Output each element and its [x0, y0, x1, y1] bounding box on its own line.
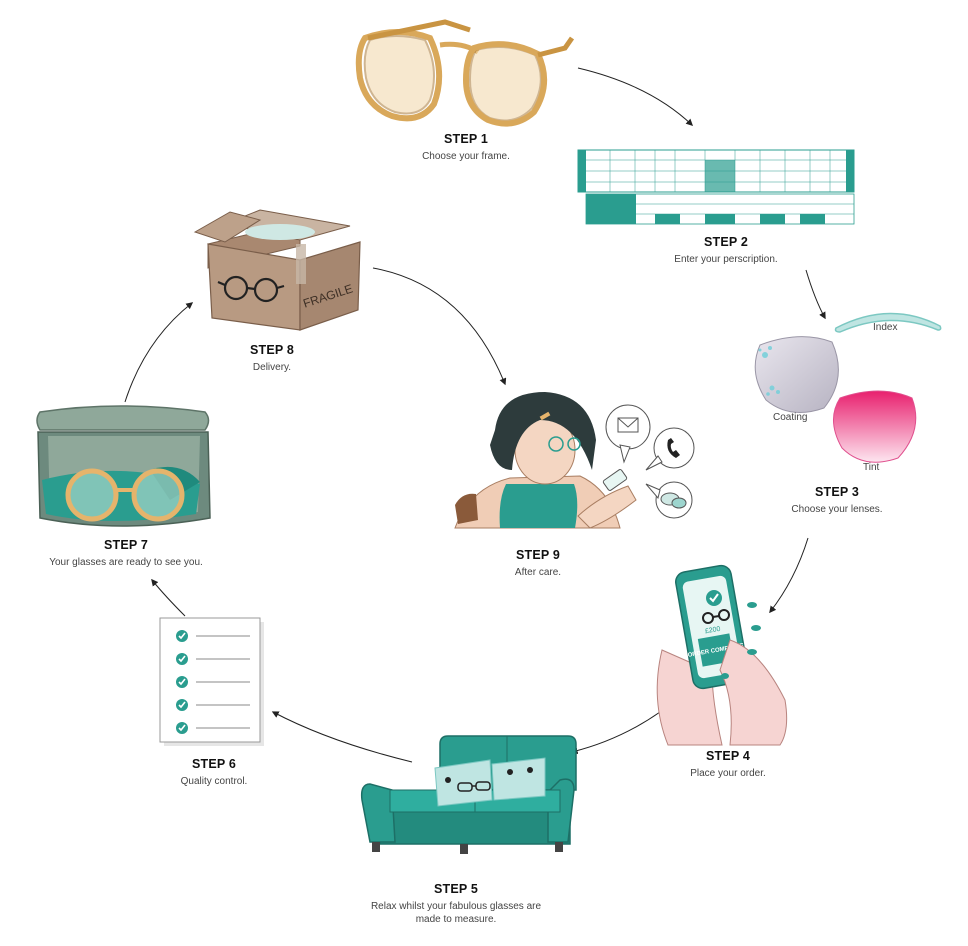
step-3-label: STEP 3 Choose your lenses.	[727, 485, 947, 516]
phone-order-illustration: £200 ORDER COMPLETE	[656, 564, 788, 746]
coating-lens	[754, 336, 839, 413]
step-7-desc: Your glasses are ready to see you.	[49, 557, 203, 568]
chat-bubble	[645, 481, 693, 519]
step-5-title: STEP 5	[433, 882, 479, 896]
arrow-5-to-6	[271, 711, 413, 763]
flow-arrows	[124, 67, 826, 763]
lens-options-illustration	[754, 312, 942, 463]
step-3-desc: Choose your lenses.	[791, 504, 883, 515]
step-1-desc: Choose your frame.	[422, 151, 510, 162]
checklist-illustration	[159, 617, 264, 746]
step-8-label: STEP 8 Delivery.	[162, 343, 382, 374]
index-lens	[834, 312, 942, 333]
step-1-label: STEP 1 Choose your frame.	[356, 132, 576, 163]
step-7-title: STEP 7	[103, 538, 149, 552]
sofa-illustration	[360, 735, 577, 854]
phone-bubble	[645, 427, 695, 471]
step-7-label: STEP 7 Your glasses are ready to see you…	[16, 538, 236, 569]
step-8-desc: Delivery.	[252, 362, 292, 373]
arrow-7-to-8	[124, 302, 194, 403]
arrow-8-to-9	[372, 267, 507, 386]
step-3-title: STEP 3	[814, 485, 860, 499]
tint-lens	[833, 390, 917, 463]
coating-label: Coating	[773, 412, 808, 423]
step-2-desc: Enter your perscription.	[674, 254, 778, 265]
arrow-2-to-3	[805, 269, 826, 320]
prescription-form-illustration	[577, 149, 855, 225]
arrow-1-to-2	[577, 67, 694, 126]
delivery-box-illustration: FRAGILE	[193, 209, 361, 331]
step-9-label: STEP 9 After care.	[428, 548, 648, 579]
step-1-title: STEP 1	[443, 132, 489, 146]
index-label: Index	[873, 322, 898, 333]
glasses-case-illustration	[36, 405, 211, 527]
arrow-6-to-7	[151, 578, 186, 617]
tint-label: Tint	[863, 462, 880, 473]
step-2-label: STEP 2 Enter your perscription.	[616, 235, 836, 266]
step-5-label: STEP 5 Relax whilst your fabulous glasse…	[346, 882, 566, 926]
arrow-3-to-4	[769, 537, 809, 614]
step-4-label: STEP 4 Place your order.	[618, 749, 838, 780]
step-5-desc: Relax whilst your fabulous glasses are m…	[370, 901, 542, 925]
arrow-4-to-5	[570, 711, 661, 755]
step-2-title: STEP 2	[703, 235, 749, 249]
mail-bubble	[605, 404, 651, 464]
step-8-title: STEP 8	[249, 343, 295, 357]
step-4-title: STEP 4	[705, 749, 751, 763]
step-9-title: STEP 9	[515, 548, 561, 562]
step-6-label: STEP 6 Quality control.	[104, 757, 324, 788]
aftercare-person-illustration	[454, 392, 695, 529]
step-9-desc: After care.	[514, 567, 562, 578]
phone-price: £200	[704, 626, 721, 636]
step-4-desc: Place your order.	[690, 768, 766, 779]
frame-glasses-illustration	[355, 19, 575, 127]
step-6-title: STEP 6	[191, 757, 237, 771]
step-6-desc: Quality control.	[180, 776, 248, 787]
